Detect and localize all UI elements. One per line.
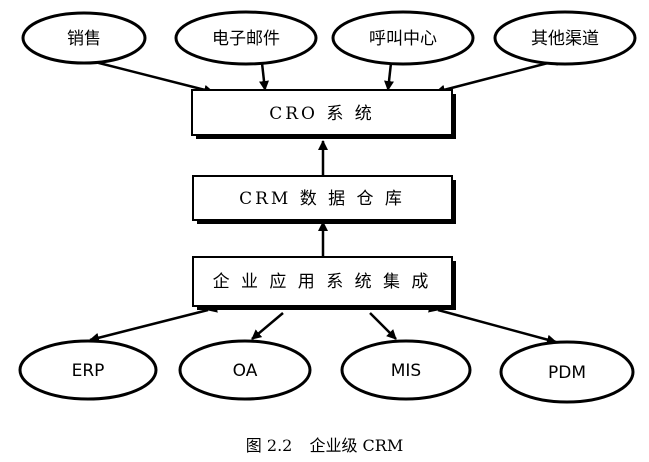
system-boxes: CRO 系 统 CRM 数 据 仓 库 企 业 应 用 系 统 集 成	[191, 89, 456, 310]
crm-db-box	[192, 175, 453, 221]
system-label-pdm: PDM	[548, 363, 586, 383]
channel-label-email: 电子邮件	[212, 29, 280, 49]
arrow-other-to-cro	[435, 55, 558, 95]
arrow-email-to-cro	[259, 62, 269, 91]
crm-architecture-diagram: 销售 电子邮件 呼叫中心 其他渠道 CRO 系 统 CRM 数 据 仓 库 企 …	[18, 10, 637, 404]
arrow-integration-to-oa	[251, 312, 284, 340]
channel-label-callcenter: 呼叫中心	[369, 29, 437, 49]
arrow-sales-to-cro	[85, 54, 214, 95]
system-node-pdm	[499, 340, 635, 404]
integration-box-label: 企 业 应 用 系 统 集 成	[213, 272, 432, 292]
channel-node-sales	[21, 11, 147, 65]
bottom-system-nodes: ERP OA MIS PDM	[18, 339, 635, 404]
arrow-integration-to-mis	[369, 312, 397, 340]
cro-box-label: CRO 系 统	[269, 104, 375, 124]
top-channel-nodes: 销售 电子邮件 呼叫中心 其他渠道	[21, 10, 637, 66]
crm-db-box-label: CRM 数 据 仓 库	[239, 189, 405, 209]
figure-number: 图 2.2	[245, 436, 293, 455]
arrow-integration-to-erp	[89, 302, 218, 343]
integration-box	[192, 256, 453, 307]
system-label-erp: ERP	[72, 361, 105, 381]
cro-box	[191, 89, 453, 136]
connectors	[85, 54, 558, 345]
channel-node-callcenter	[331, 10, 475, 66]
channel-node-email	[174, 10, 318, 66]
system-node-oa	[178, 339, 312, 401]
system-node-erp	[18, 339, 158, 401]
system-label-oa: OA	[233, 361, 258, 381]
channel-node-other	[493, 10, 637, 66]
system-node-mis	[340, 339, 472, 401]
figure-title: 企业级 CRM	[309, 436, 404, 455]
system-label-mis: MIS	[391, 361, 421, 381]
channel-label-sales: 销售	[67, 29, 101, 49]
arrow-integration-to-pdm	[428, 302, 557, 345]
figure-caption: 图 2.2 企业级 CRM	[0, 432, 649, 456]
arrow-callcenter-to-cro	[384, 62, 394, 91]
channel-label-other: 其他渠道	[531, 29, 599, 49]
